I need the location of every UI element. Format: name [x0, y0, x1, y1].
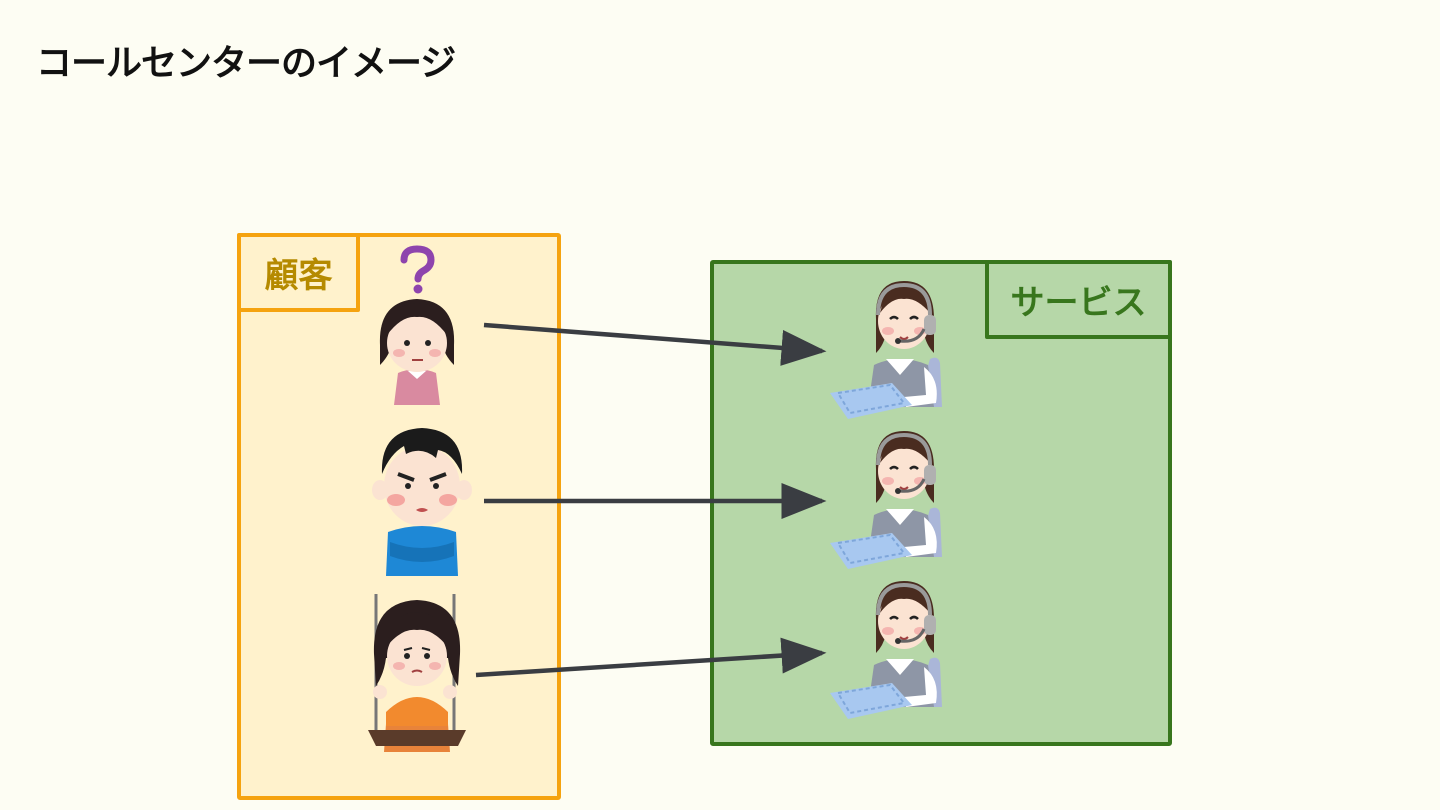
service-label: サービス — [985, 260, 1172, 339]
angry-boy-icon — [372, 428, 472, 576]
question-mark-icon — [400, 245, 435, 294]
call-center-operator-icon — [830, 431, 942, 569]
arrow-customer-3-to-operator-3 — [475, 637, 827, 678]
call-center-operator-icon — [830, 581, 942, 719]
call-center-operator-icon — [830, 281, 942, 419]
customer-label: 顧客 — [237, 233, 360, 312]
girl-on-swing-icon — [368, 594, 466, 752]
page-title: コールセンターのイメージ — [36, 43, 456, 84]
confused-woman-icon — [379, 299, 455, 405]
arrow-customer-1-to-operator-1 — [483, 322, 827, 366]
